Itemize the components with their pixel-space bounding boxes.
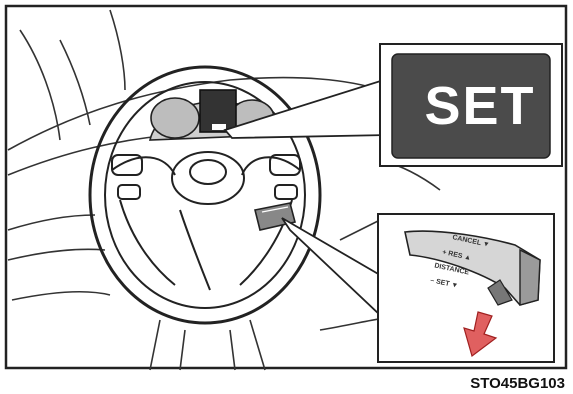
set-indicator: SET [392,54,568,158]
figure-code: STO45BG103 [470,375,565,392]
